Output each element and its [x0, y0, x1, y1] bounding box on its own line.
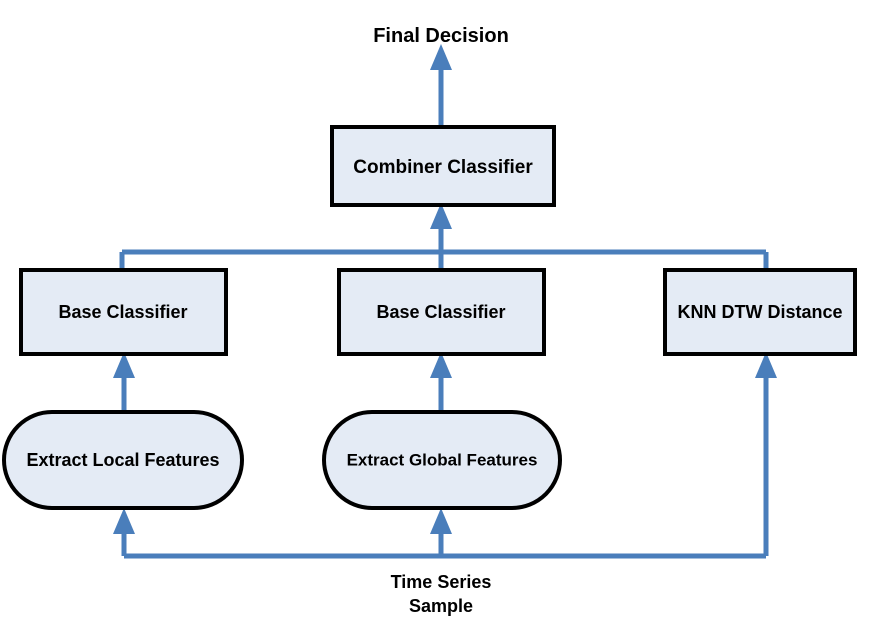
- arrowhead-icon: [430, 203, 452, 229]
- node-extract-local-features[interactable]: Extract Local Features: [2, 410, 244, 510]
- time-series-sample-label-line2: Sample: [409, 596, 473, 616]
- node-extract-global-features-label: Extract Global Features: [347, 450, 538, 469]
- arrowhead-icon: [113, 508, 135, 534]
- time-series-sample-label-line1: Time Series: [391, 572, 492, 592]
- final-decision-label: Final Decision: [373, 25, 509, 47]
- node-knn-dtw-distance[interactable]: KNN DTW Distance: [663, 268, 857, 356]
- node-base-classifier-local-label: Base Classifier: [58, 302, 187, 322]
- arrowhead-icon: [430, 44, 452, 70]
- edge-combiner-to-final-decision: [430, 44, 452, 128]
- node-base-classifier-local[interactable]: Base Classifier: [19, 268, 228, 356]
- node-extract-local-features-label: Extract Local Features: [26, 450, 219, 470]
- node-knn-dtw-distance-label: KNN DTW Distance: [677, 302, 842, 322]
- arrowhead-icon: [755, 352, 777, 378]
- node-base-classifier-global-label: Base Classifier: [376, 302, 505, 322]
- edge-extract-global-to-base-global: [430, 352, 452, 412]
- node-combiner-classifier[interactable]: Combiner Classifier: [330, 125, 556, 207]
- node-base-classifier-global[interactable]: Base Classifier: [337, 268, 546, 356]
- arrowhead-icon: [430, 352, 452, 378]
- node-extract-global-features[interactable]: Extract Global Features: [322, 410, 562, 510]
- edge-extract-local-to-base-local: [113, 352, 135, 412]
- edge-bus-to-combiner: [119, 203, 769, 272]
- arrowhead-icon: [113, 352, 135, 378]
- node-combiner-classifier-label: Combiner Classifier: [353, 157, 533, 178]
- arrowhead-icon: [430, 508, 452, 534]
- edge-sample-to-extractors: [113, 352, 777, 559]
